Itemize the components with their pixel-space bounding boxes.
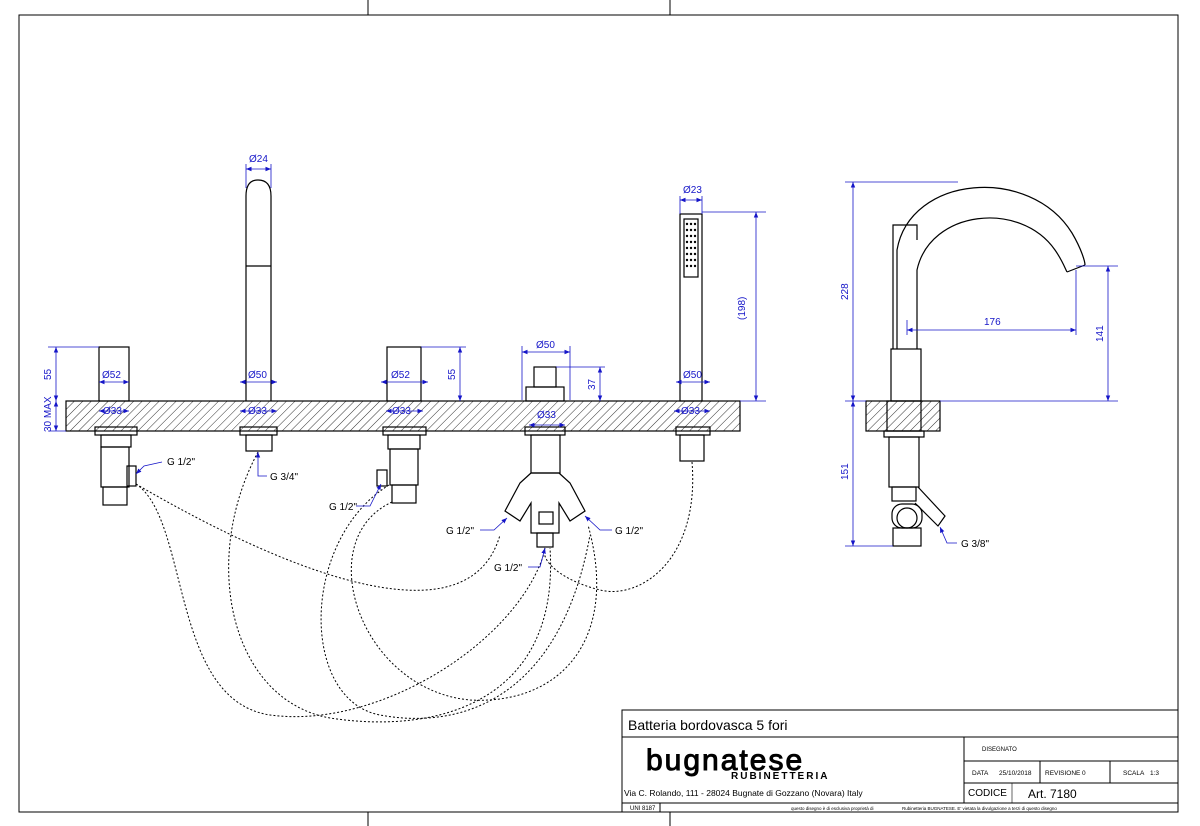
- dim-h55-right: 55: [447, 368, 458, 380]
- thread-g12-div-right: G 1/2": [615, 526, 643, 537]
- scala-value: 1:3: [1150, 770, 1159, 777]
- dim-d33-1: Ø33: [103, 406, 122, 417]
- dim-w176: 176: [984, 317, 1001, 328]
- dim-d23: Ø23: [683, 185, 702, 196]
- company-address: Via C. Rolando, 111 - 28024 Bugnate di G…: [624, 788, 863, 798]
- data-label: DATA: [972, 770, 989, 777]
- thread-g12-div-left: G 1/2": [446, 526, 474, 537]
- brand-subtitle: RUBINETTERIA: [731, 771, 829, 782]
- dim-30max: 30 MAX: [43, 396, 54, 432]
- dim-d33-2: Ø33: [248, 406, 267, 417]
- dim-h151: 151: [840, 463, 851, 480]
- dim-h198: (198): [737, 297, 748, 320]
- thread-g12-mid: G 1/2": [329, 502, 357, 513]
- dimension-lines: [48, 164, 1118, 547]
- deck-section: [65, 400, 741, 432]
- sheet-border: [18, 0, 1179, 826]
- thread-leaders: [135, 452, 957, 568]
- diverter: [504, 366, 586, 548]
- data-value: 25/10/2018: [999, 770, 1032, 777]
- dim-d24: Ø24: [249, 154, 268, 165]
- codice-value: Art. 7180: [1028, 787, 1077, 801]
- handshower: [675, 213, 711, 462]
- side-view: [865, 186, 1086, 547]
- dim-h228: 228: [840, 283, 851, 300]
- bath-spout: [239, 179, 278, 452]
- revisione-label: REVISIONE: [1045, 770, 1081, 777]
- disegnato-label: DISEGNATO: [982, 747, 1017, 753]
- dim-h55-left: 55: [43, 368, 54, 380]
- dim-d33-4: Ø33: [537, 410, 556, 421]
- thread-g34: G 3/4": [270, 472, 298, 483]
- thread-g12-left: G 1/2": [167, 457, 195, 468]
- flexible-hoses: [135, 451, 694, 723]
- dim-d50-spout: Ø50: [248, 370, 267, 381]
- dim-d33-5: Ø33: [681, 406, 700, 417]
- thread-g38: G 3/8": [961, 539, 989, 550]
- dim-d52-right: Ø52: [391, 370, 410, 381]
- ownership-note-2: Rubinetteria BUGNATESE. E' vietata la di…: [902, 806, 1057, 811]
- drawing-title: Batteria bordovasca 5 fori: [628, 717, 788, 733]
- handshower-nozzles: [685, 222, 697, 268]
- ownership-note-1: questo disegno è di esclusiva proprietà …: [791, 806, 874, 811]
- dim-d50-top: Ø50: [536, 340, 555, 351]
- dim-d33-3: Ø33: [392, 406, 411, 417]
- thread-g12-div-bottom: G 1/2": [494, 563, 522, 574]
- dim-d52-left: Ø52: [102, 370, 121, 381]
- dim-h141: 141: [1095, 325, 1106, 342]
- dim-h37: 37: [587, 378, 598, 390]
- brand-logo: bugnatese: [646, 744, 804, 777]
- codice-label: CODICE: [968, 788, 1007, 799]
- mixer-handle-right: [376, 346, 427, 504]
- uni-standard: UNI 8187: [630, 806, 656, 812]
- mixer-handle-left: [94, 346, 138, 506]
- title-block: [621, 709, 1179, 813]
- scala-label: SCALA: [1123, 770, 1145, 777]
- dim-d50-shower: Ø50: [683, 370, 702, 381]
- revisione-value: 0: [1082, 770, 1086, 777]
